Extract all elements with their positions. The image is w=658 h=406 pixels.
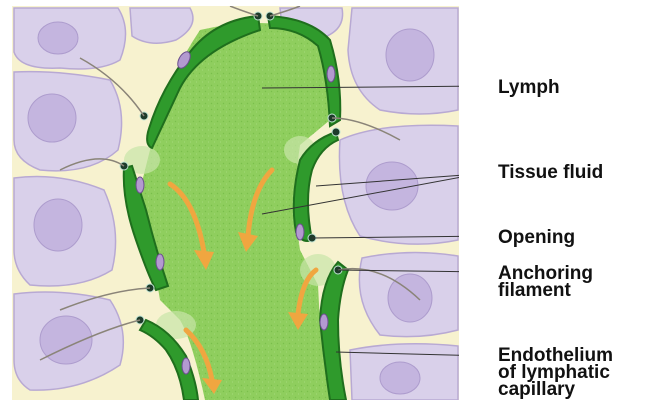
label-tissue-fluid: Tissue fluid xyxy=(498,164,603,181)
label-endothelium: Endothelium of lymphatic capillary xyxy=(498,347,613,398)
label-opening-text: Opening xyxy=(498,229,575,246)
label-lymph: Lymph xyxy=(498,79,560,96)
label-anchoring-filament: Anchoring filament xyxy=(498,265,593,299)
label-lymph-text: Lymph xyxy=(498,79,560,96)
label-opening: Opening xyxy=(498,229,575,246)
label-tissue-fluid-text: Tissue fluid xyxy=(498,164,603,181)
label-anchoring-line-2: filament xyxy=(498,282,593,299)
label-endothelium-line-3: capillary xyxy=(498,381,613,398)
diagram-panel xyxy=(12,6,488,400)
